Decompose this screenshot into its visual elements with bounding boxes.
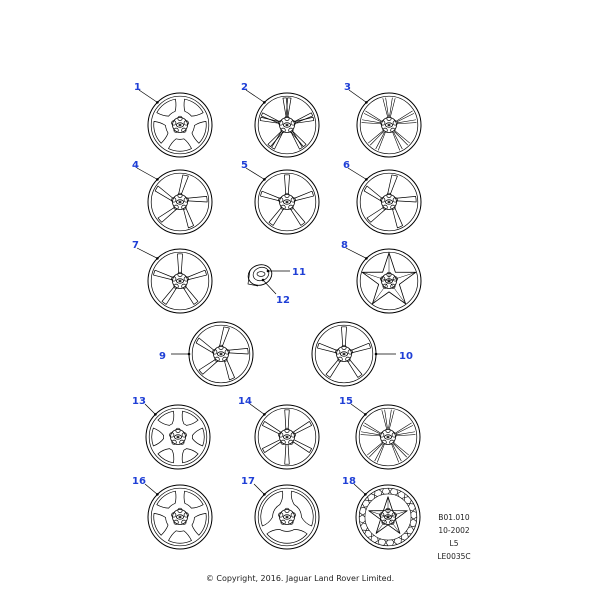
wheel-1[interactable] [147, 92, 213, 158]
leader-15 [350, 403, 367, 416]
callout-16[interactable]: 16 [132, 476, 146, 487]
leader-13 [144, 403, 157, 416]
callout-5[interactable]: 5 [241, 160, 248, 171]
callout-8[interactable]: 8 [341, 240, 348, 251]
leader-5 [245, 167, 266, 181]
leader-16 [144, 483, 159, 496]
wheel-13[interactable] [145, 404, 211, 470]
callout-15[interactable]: 15 [339, 396, 353, 407]
wheel-5[interactable] [254, 169, 320, 235]
leader-1 [138, 89, 159, 104]
reference-illustration: LE0035C [437, 552, 471, 561]
callout-2[interactable]: 2 [241, 82, 248, 93]
wheel-7[interactable] [147, 248, 213, 314]
callout-13[interactable]: 13 [132, 396, 146, 407]
callout-14[interactable]: 14 [238, 396, 252, 407]
leader-10 [374, 352, 396, 356]
callout-17[interactable]: 17 [241, 476, 255, 487]
callout-11[interactable]: 11 [292, 267, 306, 278]
callout-12[interactable]: 12 [276, 295, 290, 306]
callout-1[interactable]: 1 [134, 82, 141, 93]
wheel-8[interactable] [356, 248, 422, 314]
wheel-16[interactable] [147, 484, 213, 550]
callout-4[interactable]: 4 [132, 160, 139, 171]
wheel-17[interactable] [254, 484, 320, 550]
leader-6 [347, 167, 368, 181]
centre-cap-11[interactable] [245, 261, 274, 288]
leader-12 [261, 278, 277, 295]
leader-18 [353, 483, 367, 496]
leader-4 [136, 167, 159, 181]
wheel-4[interactable] [147, 169, 213, 235]
leader-17 [253, 483, 266, 496]
wheel-6[interactable] [356, 169, 422, 235]
reference-date: 10-2002 [438, 526, 470, 535]
leader-11 [266, 269, 290, 273]
leader-9 [171, 352, 191, 356]
reference-code: B01.010 [438, 513, 470, 522]
leaders-layer [136, 89, 396, 496]
callout-9[interactable]: 9 [159, 351, 166, 362]
wheel-9[interactable] [188, 321, 254, 387]
wheel-3[interactable] [356, 92, 422, 158]
labels-layer: 1 2 3 4 5 6 7 8 9 10 11 12 13 14 15 16 1… [132, 82, 413, 487]
wheels-layer [145, 92, 422, 550]
leader-3 [348, 89, 368, 104]
copyright-notice: © Copyright, 2016. Jaguar Land Rover Lim… [205, 574, 395, 583]
leader-7 [136, 247, 159, 260]
wheel-15[interactable] [355, 404, 421, 470]
wheel-14[interactable] [254, 404, 320, 470]
wheel-2[interactable] [254, 92, 320, 158]
callout-3[interactable]: 3 [344, 82, 351, 93]
wheel-18[interactable] [355, 484, 421, 550]
callout-6[interactable]: 6 [343, 160, 350, 171]
leader-8 [345, 247, 368, 260]
wheel-10[interactable] [311, 321, 377, 387]
callout-10[interactable]: 10 [399, 351, 413, 362]
reference-model: L5 [449, 539, 459, 548]
callout-18[interactable]: 18 [342, 476, 356, 487]
leader-14 [249, 403, 266, 416]
callout-7[interactable]: 7 [132, 240, 139, 251]
leader-2 [245, 89, 266, 104]
